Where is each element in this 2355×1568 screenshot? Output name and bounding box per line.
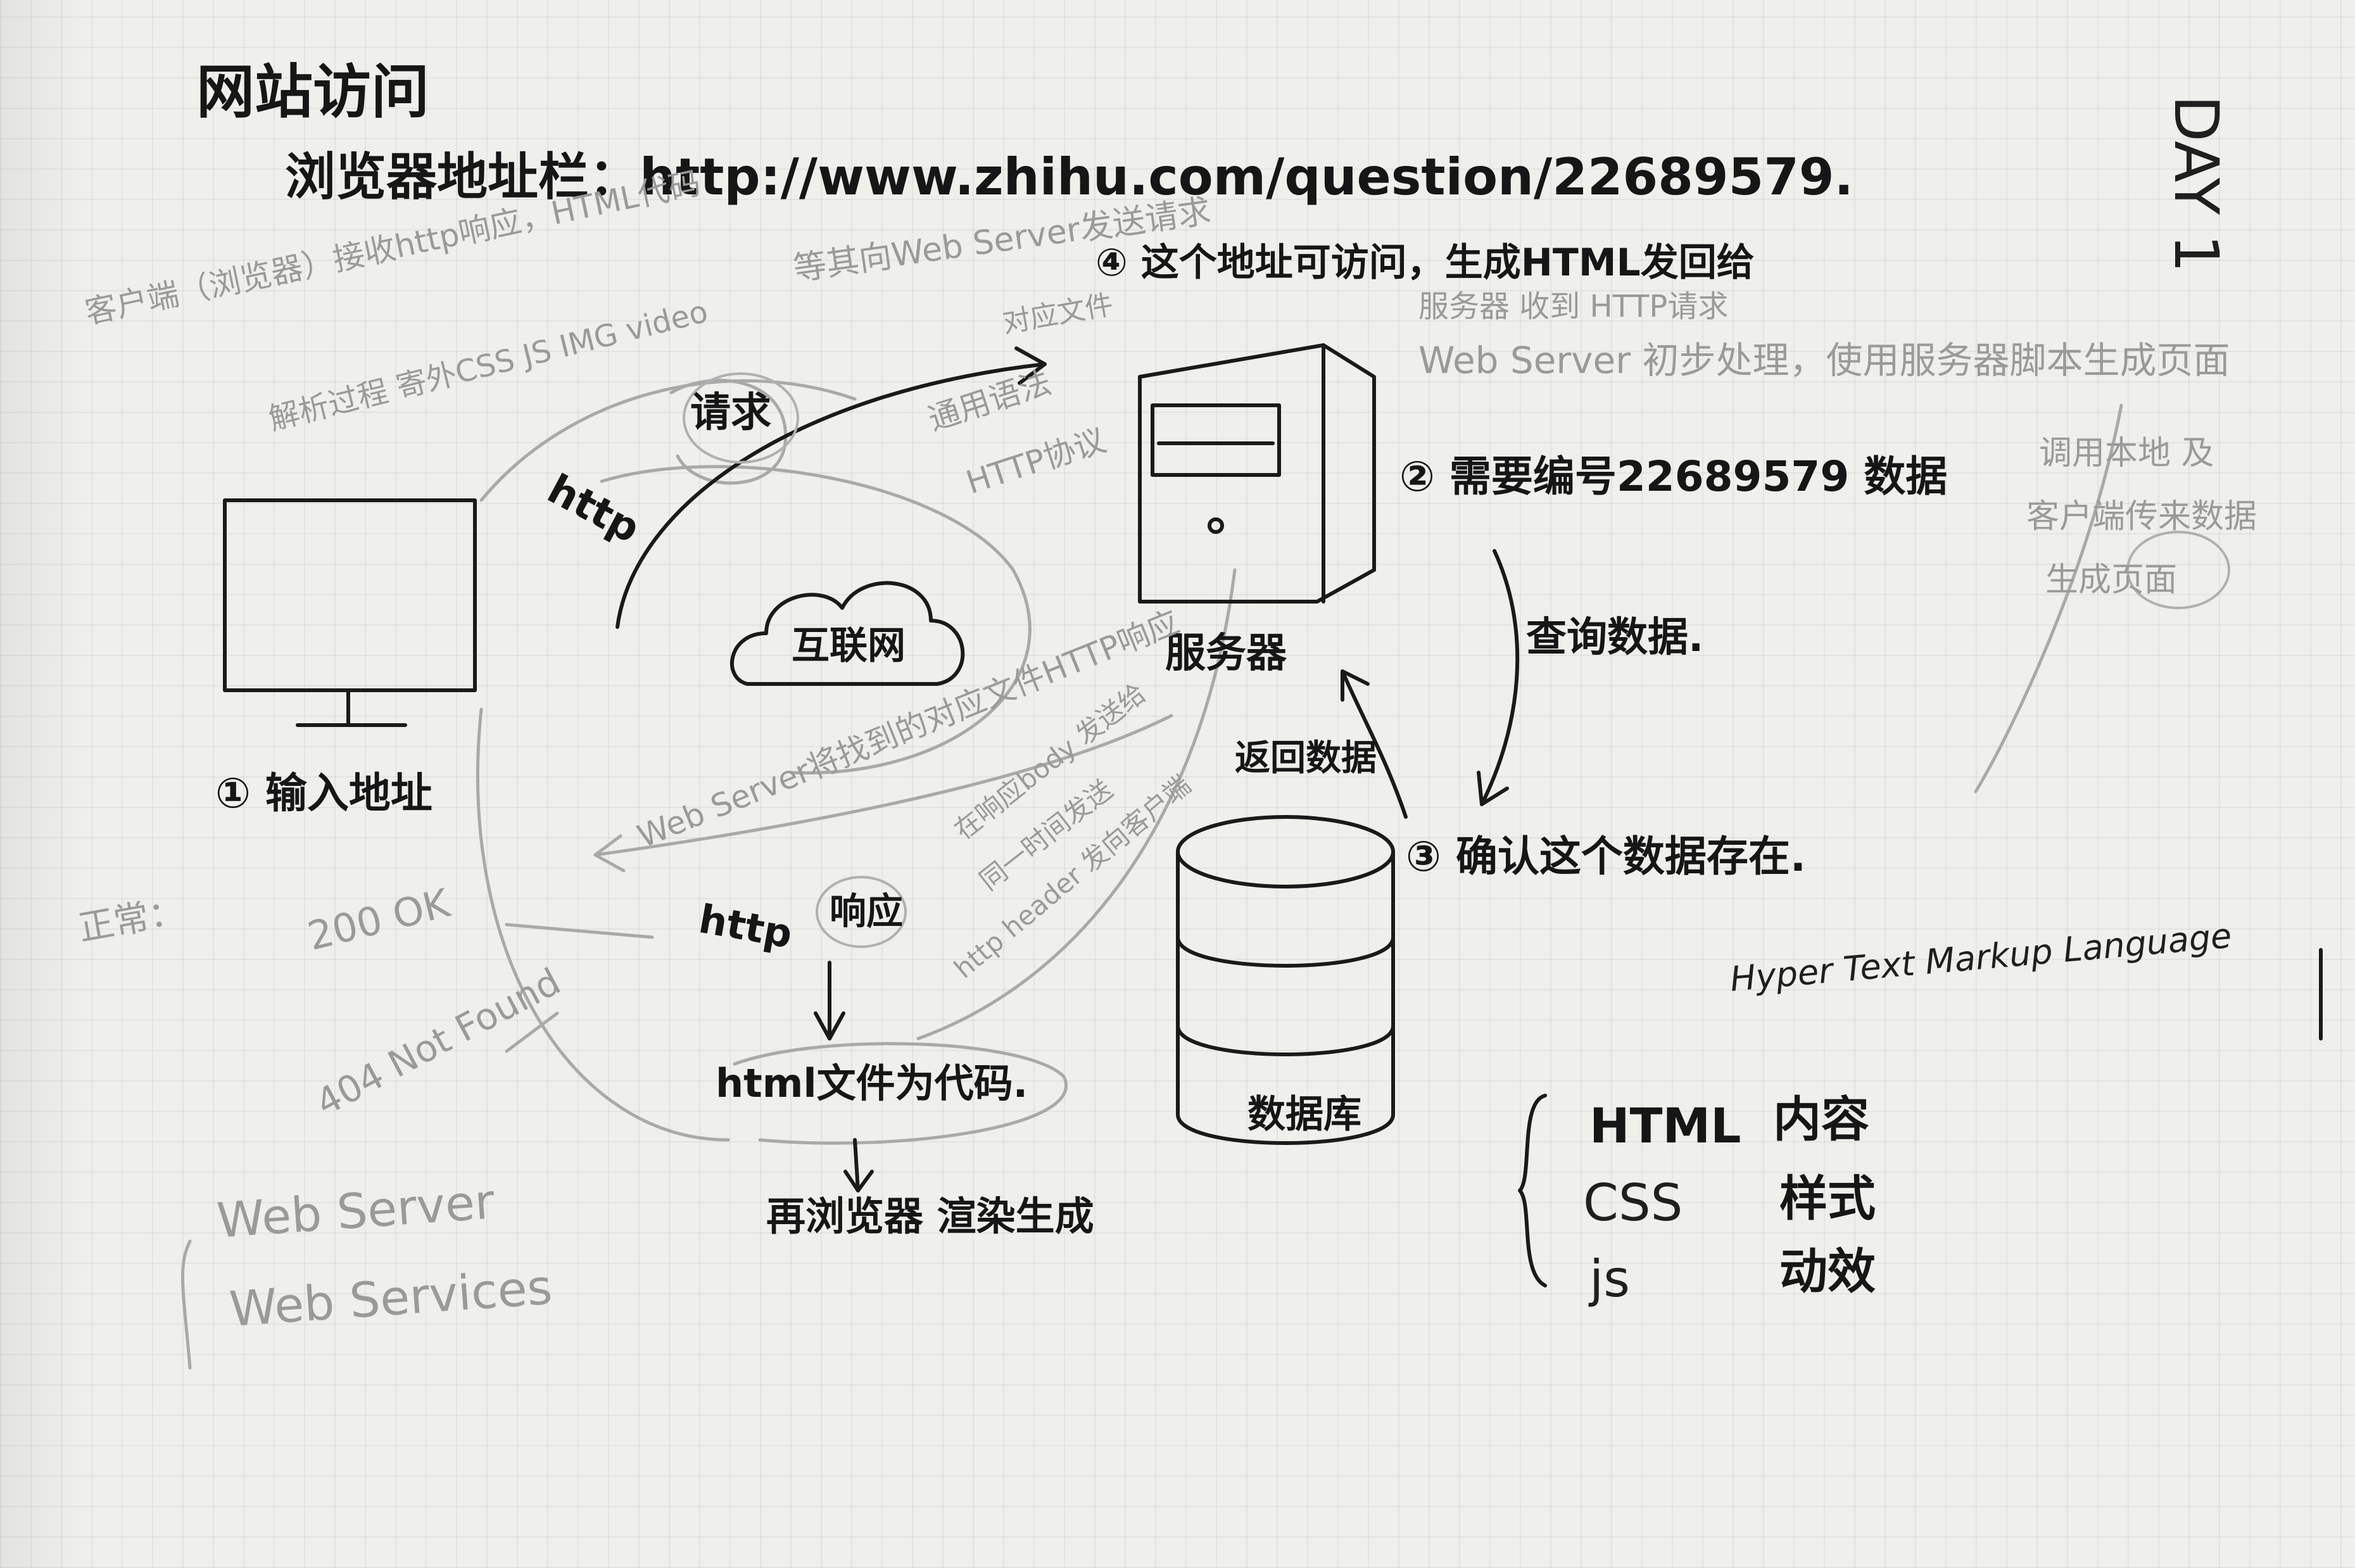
http-request-label-cn: 请求 <box>690 389 771 436</box>
web-server-process-note: Web Server 初步处理，使用服务器脚本生成页面 <box>1418 339 2230 382</box>
step1-note: ① 输入地址 <box>215 769 432 818</box>
http-response-label-cn: 响应 <box>830 890 904 933</box>
render-arrow <box>853 1138 860 1192</box>
render-label: 再浏览器 渲染生成 <box>766 1193 1094 1239</box>
internet-label: 互联网 <box>792 624 906 668</box>
monitor-screen <box>223 498 477 692</box>
pencil-200-arrow <box>505 923 654 939</box>
right-note-line3: 生成页面 <box>2045 561 2178 599</box>
query-arrow <box>1480 549 1520 806</box>
right-note-line1: 调用本地 及 <box>2039 434 2214 472</box>
html-code-label: html文件为代码. <box>716 1060 1028 1106</box>
pencil-circle-internet <box>600 465 1032 775</box>
pencil-404-line <box>505 1011 559 1053</box>
stack-brace <box>1518 1094 1547 1287</box>
pencil-circle-request <box>669 379 787 485</box>
internet-cloud <box>730 581 965 686</box>
query-data-label: 查询数据. <box>1526 614 1704 661</box>
pencil-divider-right <box>1974 403 2123 793</box>
step2-note: ② 需要编号22689579 数据 <box>1399 452 1948 501</box>
server-label: 服务器 <box>1165 630 1287 677</box>
return-arrow <box>1341 669 1408 819</box>
database-cylinder <box>1176 815 1395 1145</box>
stack-js-desc: 动效 <box>1779 1243 1876 1299</box>
pencil-brace-ws <box>180 1239 192 1370</box>
address-bar-note: 浏览器地址栏：http://www.zhihu.com/question/226… <box>285 148 1853 206</box>
pencil-arrow-response <box>593 714 1173 857</box>
server-received-note: 服务器 收到 HTTP请求 <box>1418 289 1729 324</box>
server-tower <box>1138 343 1376 604</box>
step4-note: ④ 这个地址可访问，生成HTML发回给 <box>1095 241 1755 285</box>
stack-css-desc: 样式 <box>1779 1170 1876 1227</box>
return-data-label: 返回数据 <box>1235 738 1377 779</box>
stack-html-desc: 内容 <box>1773 1091 1869 1148</box>
pencil-circle-html <box>733 1042 1068 1145</box>
stack-js-name: js <box>1589 1249 1630 1308</box>
step3-note: ③ 确认这个数据存在. <box>1406 832 1806 881</box>
right-note-line2: 客户端传来数据 <box>2026 498 2257 536</box>
day-label: DAY 1 <box>2161 95 2232 273</box>
page-title: 网站访问 <box>196 58 430 126</box>
pencil-arc-server <box>916 568 1237 1040</box>
pencil-arc-left <box>476 707 730 1142</box>
stack-html-name: HTML <box>1589 1097 1741 1154</box>
database-label: 数据库 <box>1247 1092 1361 1137</box>
stack-css-name: CSS <box>1583 1173 1683 1232</box>
pencil-arc-top <box>479 379 857 502</box>
